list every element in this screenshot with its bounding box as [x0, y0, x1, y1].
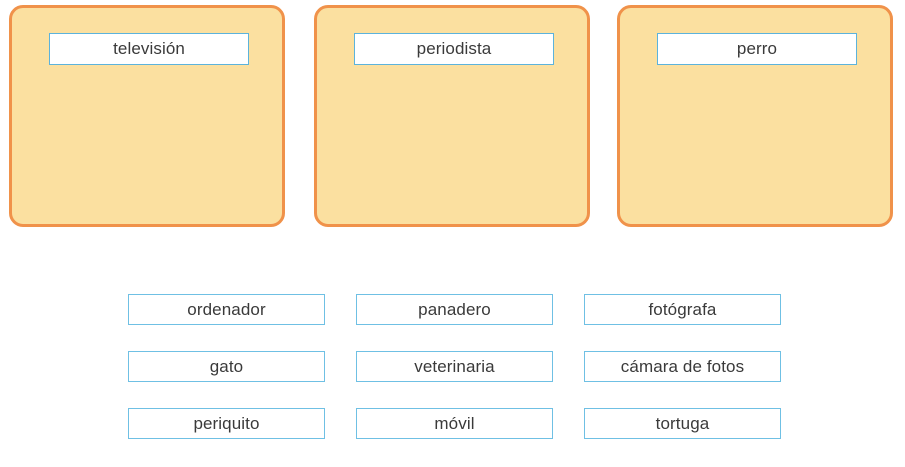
word-chip[interactable]: veterinaria: [356, 351, 553, 382]
word-chip[interactable]: gato: [128, 351, 325, 382]
category-dropzone-0[interactable]: televisión: [9, 5, 285, 227]
word-bank: ordenador panadero fotógrafa gato veteri…: [128, 294, 781, 439]
category-dropzone-2[interactable]: perro: [617, 5, 893, 227]
word-chip[interactable]: tortuga: [584, 408, 781, 439]
word-chip[interactable]: fotógrafa: [584, 294, 781, 325]
category-label-2: perro: [657, 33, 857, 65]
category-label-0: televisión: [49, 33, 249, 65]
word-chip[interactable]: periquito: [128, 408, 325, 439]
category-dropzone-1[interactable]: periodista: [314, 5, 590, 227]
word-chip[interactable]: panadero: [356, 294, 553, 325]
word-chip[interactable]: ordenador: [128, 294, 325, 325]
word-chip[interactable]: cámara de fotos: [584, 351, 781, 382]
category-panels: televisión periodista perro: [9, 5, 893, 227]
word-chip[interactable]: móvil: [356, 408, 553, 439]
category-label-1: periodista: [354, 33, 554, 65]
